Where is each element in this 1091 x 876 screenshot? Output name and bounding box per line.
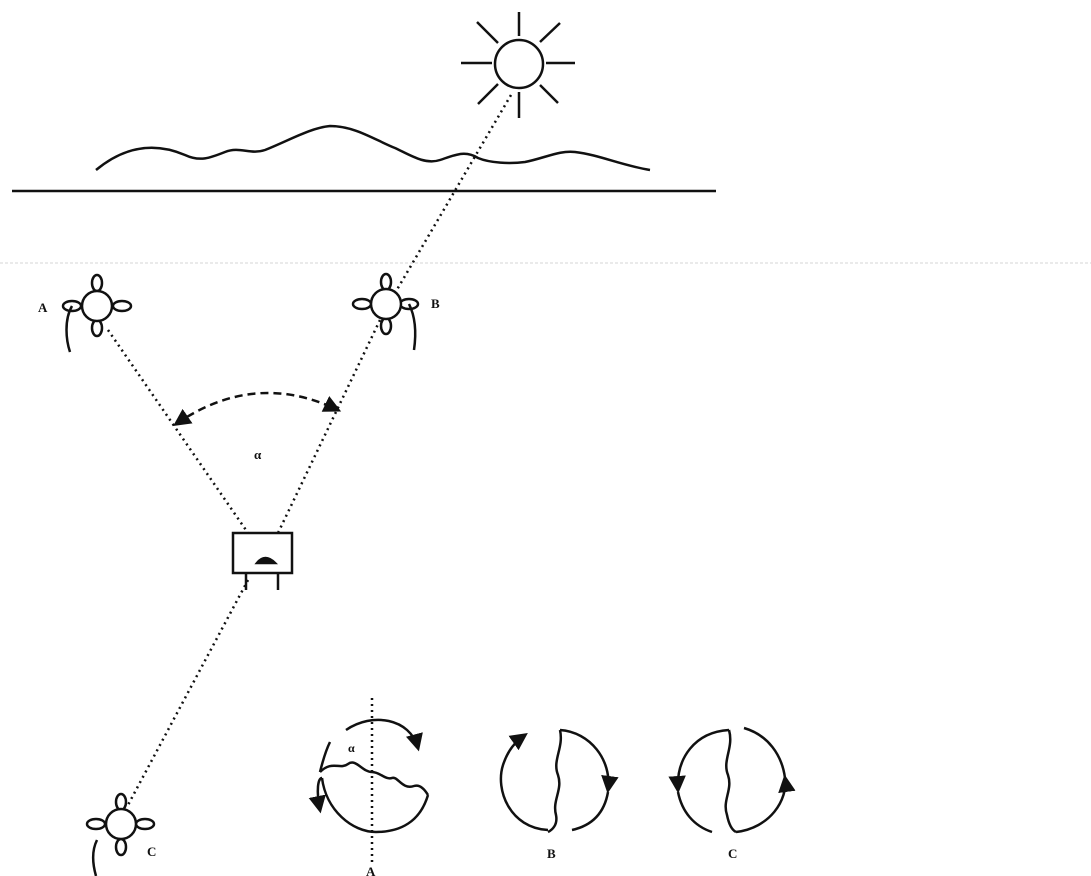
- dance-c-label: C: [728, 846, 737, 861]
- angle-label: α: [254, 447, 262, 462]
- flower-c-label: C: [147, 844, 156, 859]
- flower-c-icon: [87, 794, 154, 876]
- waggle-dance-c: [678, 728, 785, 832]
- flower-a-icon: [63, 275, 131, 352]
- angle-arc: [176, 393, 338, 424]
- flower-a-label: A: [38, 300, 48, 315]
- flight-line-a: [108, 330, 248, 533]
- waggle-dance-a: [318, 698, 428, 866]
- dance-b-label: B: [547, 846, 556, 861]
- waggle-dance-b: [501, 730, 609, 832]
- sun-icon: [461, 12, 575, 118]
- flower-b-label: B: [431, 296, 440, 311]
- dance-a-label: A: [366, 864, 376, 876]
- beehive-icon: [233, 533, 292, 590]
- dance-a-angle-label: α: [348, 741, 355, 755]
- flight-line-b: [278, 320, 380, 533]
- flight-line-c: [128, 580, 248, 805]
- sun-direction-line: [388, 95, 511, 305]
- flower-b-icon: [353, 274, 418, 350]
- mountain-range: [96, 126, 650, 170]
